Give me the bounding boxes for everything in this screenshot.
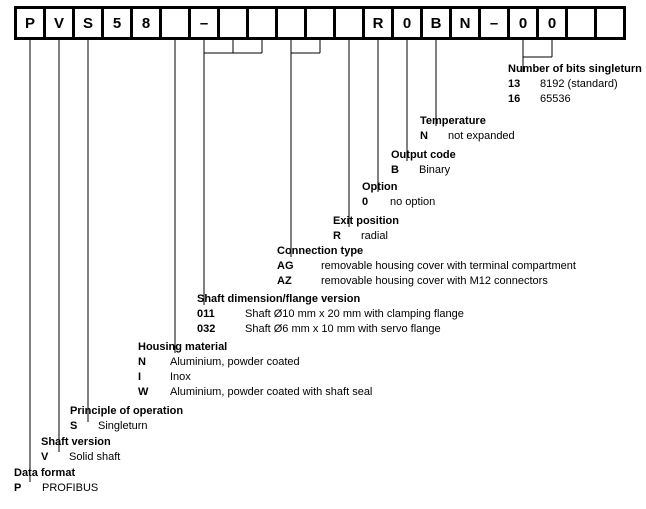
legend-value: Shaft Ø6 mm x 10 mm with servo flange bbox=[245, 323, 441, 335]
legend-title: Exit position bbox=[333, 215, 399, 227]
legend-key: N bbox=[420, 130, 428, 142]
product-code-cell-11 bbox=[307, 9, 333, 37]
legend-key: I bbox=[138, 371, 142, 383]
product-code-cell-17: – bbox=[481, 9, 507, 37]
legend-row: 011 Shaft Ø10 mm x 20 mm with clamping f… bbox=[197, 307, 464, 322]
legend-title: Housing material bbox=[138, 341, 228, 353]
legend-row: AG removable housing cover with terminal… bbox=[277, 259, 576, 274]
legend-key: S bbox=[70, 420, 78, 432]
product-code-cell-10 bbox=[278, 9, 304, 37]
product-code-cell-12 bbox=[336, 9, 362, 37]
legend-value: Inox bbox=[170, 371, 191, 383]
legend-value: Shaft Ø10 mm x 20 mm with clamping flang… bbox=[245, 308, 464, 320]
legend-value: Binary bbox=[419, 164, 451, 176]
legend-key: R bbox=[333, 230, 341, 242]
product-code-cell-4: 5 bbox=[104, 9, 130, 37]
legend-value: Aluminium, powder coated with shaft seal bbox=[170, 386, 373, 398]
legend-row: N not expanded bbox=[420, 129, 515, 144]
legend-title: Shaft dimension/flange version bbox=[197, 293, 361, 305]
product-code-cell-19: 0 bbox=[539, 9, 565, 37]
legend-value: Singleturn bbox=[98, 420, 148, 432]
legend-title: Data format bbox=[14, 467, 76, 479]
product-code-cell-5: 8 bbox=[133, 9, 159, 37]
legend-value: 8192 (standard) bbox=[540, 78, 618, 90]
legend-key: 011 bbox=[197, 308, 215, 320]
product-code-cell-21 bbox=[597, 9, 623, 37]
legend-value: Aluminium, powder coated bbox=[170, 356, 300, 368]
legend-option: Option 0 no option bbox=[362, 180, 435, 210]
legend-key: AZ bbox=[277, 275, 292, 287]
legend-key: 13 bbox=[508, 78, 521, 90]
legend-housing-material: Housing material N Aluminium, powder coa… bbox=[138, 340, 372, 400]
legend-key: P bbox=[14, 482, 22, 494]
legend-key: V bbox=[41, 451, 49, 463]
legend-value: not expanded bbox=[448, 130, 515, 142]
legend-row: R radial bbox=[333, 229, 399, 244]
legend-output-code: Output code B Binary bbox=[391, 148, 456, 178]
legend-title: Principle of operation bbox=[70, 405, 184, 417]
legend-value: PROFIBUS bbox=[42, 482, 99, 494]
legend-title: Option bbox=[362, 181, 398, 193]
legend-key: N bbox=[138, 356, 146, 368]
legend-title: Number of bits singleturn bbox=[508, 63, 642, 75]
legend-title: Connection type bbox=[277, 245, 364, 257]
legend-row: 0 no option bbox=[362, 195, 435, 210]
legend-value: 65536 bbox=[540, 93, 571, 105]
legend-row: 032 Shaft Ø6 mm x 10 mm with servo flang… bbox=[197, 322, 464, 337]
legend-row: 13 8192 (standard) bbox=[508, 77, 642, 92]
legend-shaft-dimension-flange-version: Shaft dimension/flange version 011 Shaft… bbox=[197, 292, 464, 337]
legend-value: Solid shaft bbox=[69, 451, 121, 463]
legend-connection-type: Connection type AG removable housing cov… bbox=[277, 244, 576, 289]
legend-title: Shaft version bbox=[41, 436, 111, 448]
product-code-cell-3: S bbox=[75, 9, 101, 37]
legend-value: removable housing cover with terminal co… bbox=[321, 260, 576, 272]
legend-key: 0 bbox=[362, 196, 369, 208]
product-code-cell-9 bbox=[249, 9, 275, 37]
legend-row: 16 65536 bbox=[508, 92, 642, 107]
product-code-cell-6 bbox=[162, 9, 188, 37]
legend-shaft-version: Shaft version V Solid shaft bbox=[41, 435, 120, 465]
legend-value: removable housing cover with M12 connect… bbox=[321, 275, 548, 287]
legend-exit-position: Exit position R radial bbox=[333, 214, 399, 244]
legend-row: S Singleturn bbox=[70, 419, 183, 434]
legend-principle-of-operation: Principle of operation S Singleturn bbox=[70, 404, 183, 434]
legend-row: P PROFIBUS bbox=[14, 481, 98, 496]
legend-key: B bbox=[391, 164, 399, 176]
product-code-cell-18: 0 bbox=[510, 9, 536, 37]
product-code-cell-14: 0 bbox=[394, 9, 420, 37]
product-code-cell-1: P bbox=[17, 9, 43, 37]
legend-value: radial bbox=[361, 230, 388, 242]
product-code-cell-20 bbox=[568, 9, 594, 37]
legend-key: W bbox=[138, 386, 149, 398]
legend-data-format: Data format P PROFIBUS bbox=[14, 466, 98, 496]
legend-row: N Aluminium, powder coated bbox=[138, 355, 372, 370]
legend-title: Output code bbox=[391, 149, 456, 161]
product-code-cell-7: – bbox=[191, 9, 217, 37]
product-code-cell-16: N bbox=[452, 9, 478, 37]
legend-key: 032 bbox=[197, 323, 216, 335]
legend-value: no option bbox=[390, 196, 436, 208]
product-code-cell-13: R bbox=[365, 9, 391, 37]
legend-row: W Aluminium, powder coated with shaft se… bbox=[138, 385, 372, 400]
legend-key: AG bbox=[277, 260, 294, 272]
legend-row: V Solid shaft bbox=[41, 450, 120, 465]
legend-row: I Inox bbox=[138, 370, 372, 385]
legend-temperature: Temperature N not expanded bbox=[420, 114, 515, 144]
legend-key: 16 bbox=[508, 93, 521, 105]
legend-row: AZ removable housing cover with M12 conn… bbox=[277, 274, 576, 289]
product-code-cell-2: V bbox=[46, 9, 72, 37]
legend-number-of-bits-singleturn: Number of bits singleturn 13 8192 (stand… bbox=[508, 62, 642, 107]
product-code-cell-15: B bbox=[423, 9, 449, 37]
legend-title: Temperature bbox=[420, 115, 486, 127]
product-code-cell-8 bbox=[220, 9, 246, 37]
legend-row: B Binary bbox=[391, 163, 456, 178]
